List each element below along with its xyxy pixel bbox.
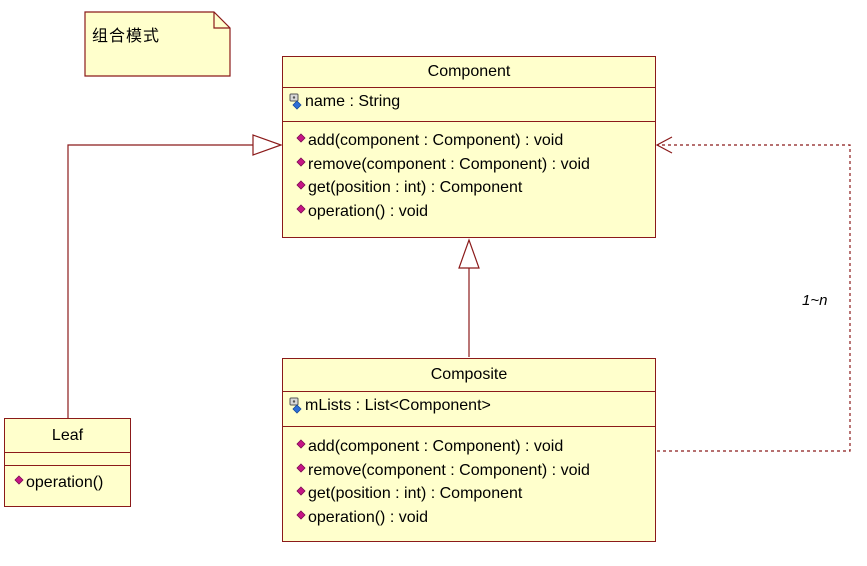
attributes-compartment: name : String xyxy=(283,88,655,122)
operations-compartment: operation() xyxy=(5,466,130,495)
class-name: Component xyxy=(283,57,655,88)
public-operation-icon xyxy=(296,485,308,502)
operation-text: operation() : void xyxy=(308,202,429,220)
operation-text: add(component : Component) : void xyxy=(308,438,564,455)
operation-text: remove(component : Component) : void xyxy=(308,461,590,479)
operation-row: get(position : int) : Component xyxy=(283,482,655,506)
public-operation-icon xyxy=(14,474,26,491)
public-operation-icon xyxy=(296,203,308,220)
operation-row: add(component : Component) : void xyxy=(283,435,655,459)
operation-text: get(position : int) : Component xyxy=(308,179,523,196)
composite-generalization-arrowhead xyxy=(458,238,480,269)
note-shape xyxy=(84,11,231,77)
attribute-text: name : String xyxy=(305,93,401,110)
operation-row: remove(component : Component) : void xyxy=(283,459,655,483)
public-operation-icon xyxy=(296,438,308,455)
operation-row: add(component : Component) : void xyxy=(283,129,655,153)
public-operation-icon xyxy=(296,156,308,173)
operation-text: remove(component : Component) : void xyxy=(308,155,590,173)
operation-row: remove(component : Component) : void xyxy=(283,153,655,177)
class-name: Composite xyxy=(283,359,655,392)
operation-text: get(position : int) : Component xyxy=(308,485,523,502)
note-text: 组合模式 xyxy=(92,28,161,45)
attributes-compartment: mLists : List<Component> xyxy=(283,392,655,427)
multiplicity-label: 1~n xyxy=(802,292,828,309)
protected-attribute-icon xyxy=(288,397,305,414)
operation-row: operation() : void xyxy=(283,506,655,530)
operation-row: operation() : void xyxy=(283,200,655,224)
operation-text: operation() xyxy=(26,474,104,491)
public-operation-icon xyxy=(296,462,308,479)
leaf-generalization-line xyxy=(67,144,253,418)
operation-row: operation() xyxy=(5,471,130,495)
public-operation-icon xyxy=(296,132,308,149)
component-class[interactable]: Component name : String add(component : … xyxy=(282,56,656,238)
composite-class[interactable]: Composite mLists : List<Component> add(c… xyxy=(282,358,656,542)
public-operation-icon xyxy=(296,179,308,196)
protected-attribute-icon xyxy=(288,93,305,110)
attribute-row: name : String xyxy=(283,90,655,114)
attributes-compartment xyxy=(5,453,130,466)
leaf-generalization-arrowhead xyxy=(252,134,283,156)
attribute-text: mLists : List<Component> xyxy=(305,397,491,414)
operation-text: operation() : void xyxy=(308,508,429,526)
attribute-row: mLists : List<Component> xyxy=(283,394,655,418)
composite-dependency-line xyxy=(657,144,851,452)
operations-compartment: add(component : Component) : void remove… xyxy=(283,427,655,529)
class-name: Leaf xyxy=(5,419,130,453)
leaf-class[interactable]: Leaf operation() xyxy=(4,418,131,507)
operation-text: add(component : Component) : void xyxy=(308,132,564,149)
operation-row: get(position : int) : Component xyxy=(283,176,655,200)
composite-dependency-arrowhead xyxy=(655,136,673,154)
operations-compartment: add(component : Component) : void remove… xyxy=(283,122,655,223)
public-operation-icon xyxy=(296,509,308,526)
